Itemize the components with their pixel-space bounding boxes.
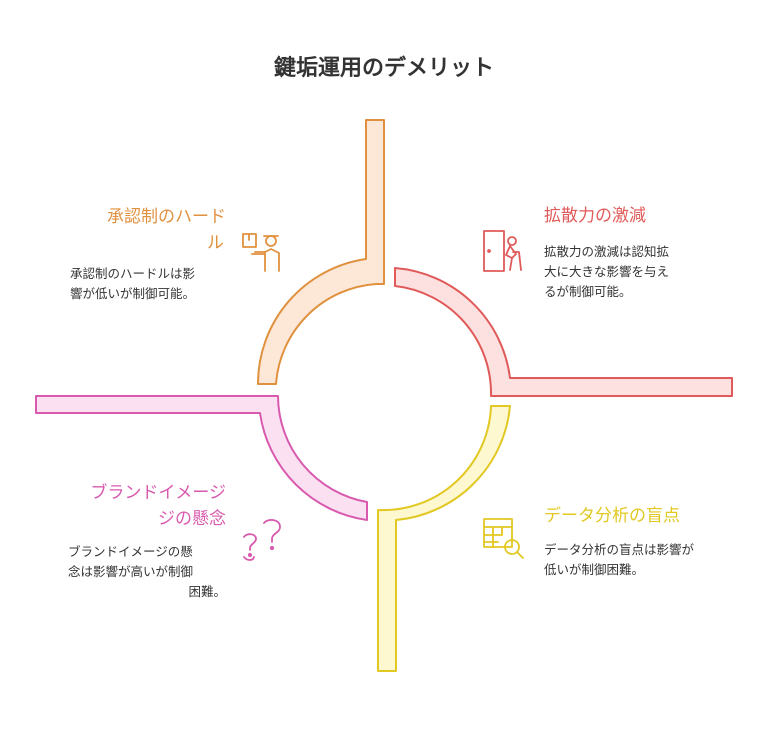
spread-segment — [394, 267, 733, 397]
brand-segment — [35, 395, 368, 521]
brand-heading: ブランドイメージ ジの懸念 — [40, 480, 226, 532]
approval-desc-line2: 響が低いが制御可能。 — [70, 286, 196, 301]
approval-heading: 承認制のハード ル — [60, 204, 226, 256]
question-marks-icon — [243, 519, 281, 561]
brand-desc-line3: 困難。 — [188, 584, 226, 599]
analysis-description: データ分析の盲点は影響が 低いが制御困難。 — [544, 540, 734, 580]
approval-heading-line1: 承認制のハード — [107, 207, 226, 227]
spread-desc-line2: 大に大きな影響を与え — [544, 264, 670, 279]
brand-desc-line2: 念は影響が高いが制御 — [68, 564, 194, 579]
spread-heading: 拡散力の激減 — [544, 206, 646, 226]
analysis-desc-line2: 低いが制御困難。 — [544, 562, 645, 577]
approval-segment — [256, 119, 385, 385]
spread-description: 拡散力の激減は認知拡 大に大きな影響を与え るが制御可能。 — [544, 242, 714, 302]
approval-description: 承認制のハードルは影 響が低いが制御可能。 — [70, 264, 230, 304]
page-title: 鍵垢運用のデメリット — [273, 56, 494, 81]
analysis-segment — [377, 405, 511, 672]
spread-desc-line1: 拡散力の激減は認知拡 — [544, 244, 670, 259]
delivery-person-icon — [242, 233, 280, 272]
analysis-heading: データ分析の盲点 — [544, 506, 680, 526]
brand-heading-line1: ブランドイメージ — [90, 483, 226, 503]
analysis-desc-line1: データ分析の盲点は影響が — [544, 542, 695, 557]
table-magnifier-icon — [483, 518, 524, 559]
person-leaving-door-icon — [483, 230, 522, 272]
approval-desc-line1: 承認制のハードルは影 — [70, 266, 196, 281]
brand-desc-line1: ブランドイメージの懸 — [68, 544, 193, 559]
spread-desc-line3: るが制御可能。 — [544, 284, 632, 299]
approval-heading-line2: ル — [207, 233, 224, 253]
brand-description: ブランドイメージの懸 念は影響が高いが制御 困難。 — [68, 542, 226, 602]
brand-heading-line2: ジの懸念 — [158, 509, 226, 529]
